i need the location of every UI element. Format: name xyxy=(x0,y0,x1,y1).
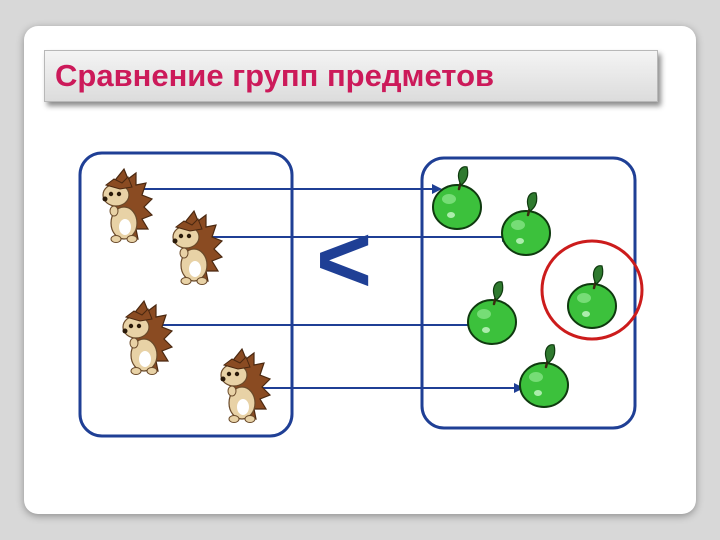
apple-icon xyxy=(431,165,483,231)
apple-icon xyxy=(566,264,618,330)
apple-icon xyxy=(518,343,570,409)
apple-icon xyxy=(500,191,552,257)
slide: Сравнение групп предметов xyxy=(24,26,696,514)
left-group-box xyxy=(78,151,294,438)
hedgehog-icon xyxy=(101,168,153,244)
page-title: Сравнение групп предметов xyxy=(55,58,495,93)
hedgehog-icon xyxy=(121,300,173,376)
comparison-sign: < xyxy=(316,206,372,313)
title-bar: Сравнение групп предметов xyxy=(44,50,658,102)
right-group-box xyxy=(420,156,637,430)
hedgehog-icon xyxy=(219,348,271,424)
hedgehog-icon xyxy=(171,210,223,286)
highlight-circle xyxy=(540,239,644,341)
apple-icon xyxy=(466,280,518,346)
